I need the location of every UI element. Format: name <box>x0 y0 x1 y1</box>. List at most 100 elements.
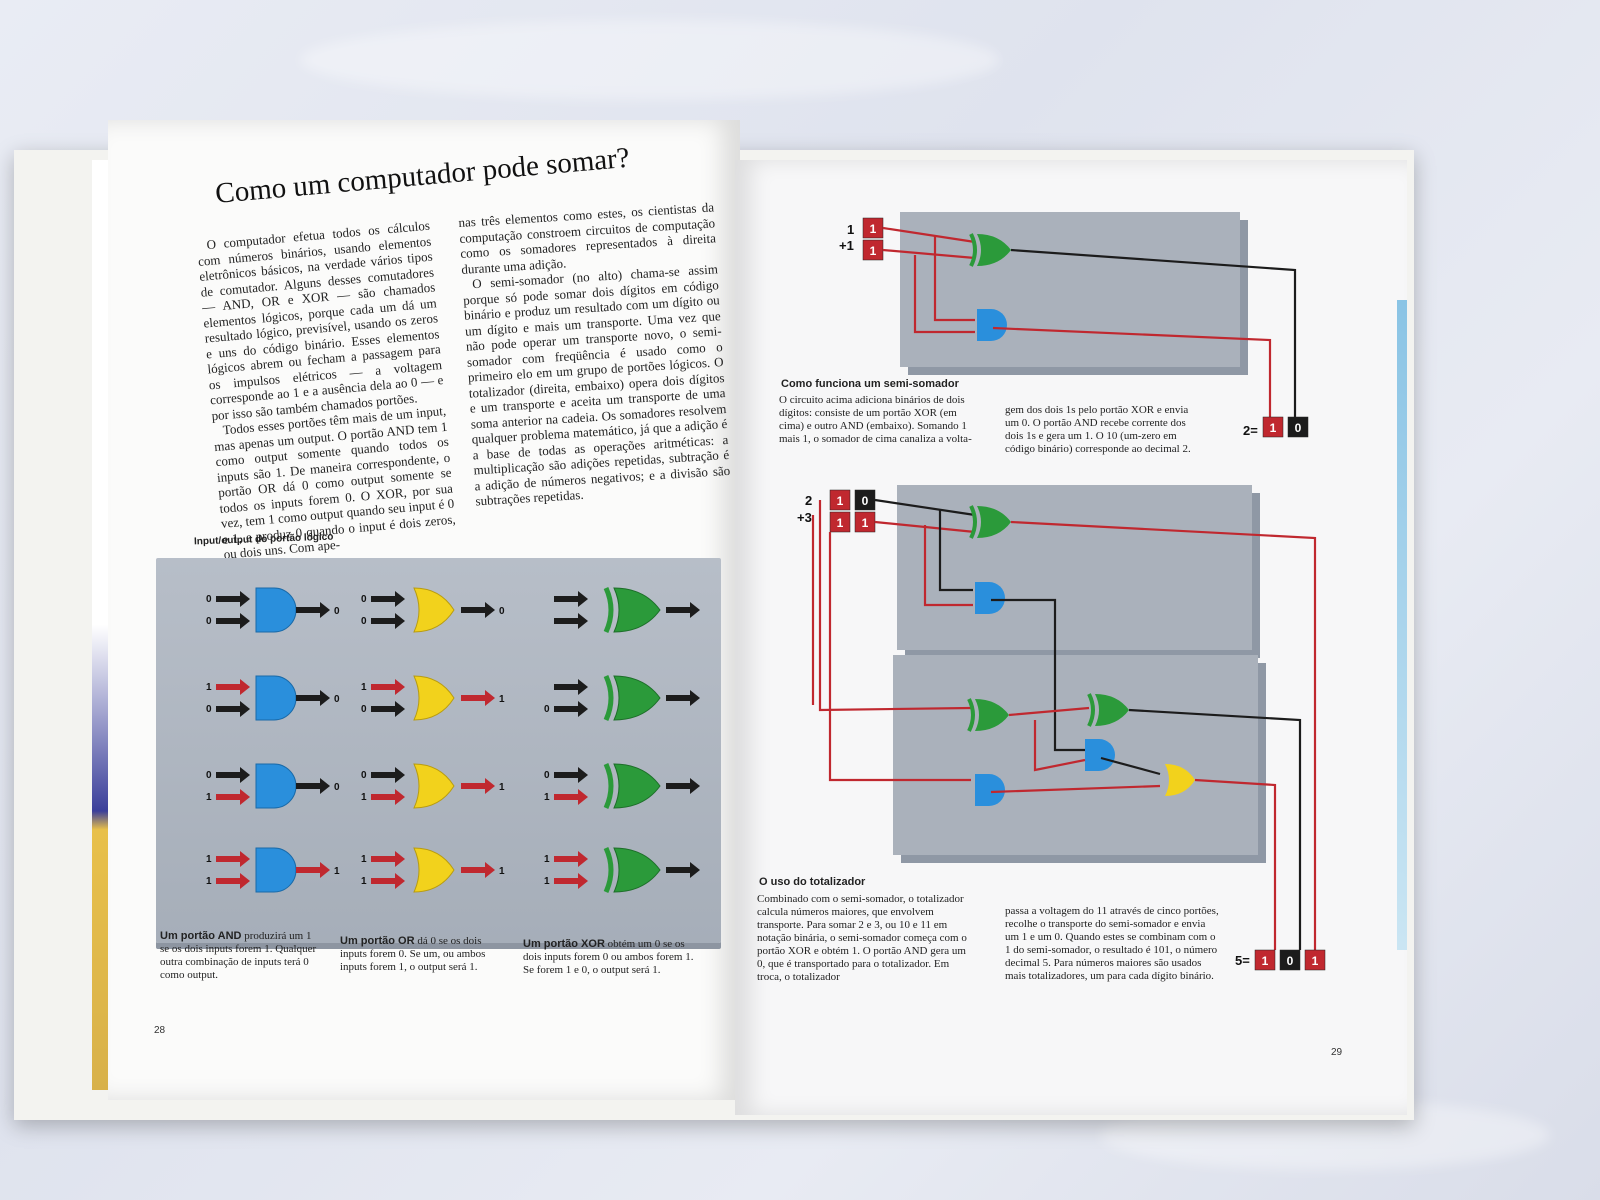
circuit-wire <box>874 498 976 517</box>
full-adder-text-right: passa a voltagem do 11 através de cinco … <box>1005 905 1219 982</box>
page-number: 28 <box>154 1025 166 1036</box>
signal-arrow-head <box>690 778 700 794</box>
cloth-fold <box>300 20 1000 100</box>
bit-label: 0 <box>499 606 505 617</box>
full-adder-input-bit <box>829 489 851 511</box>
signal-arrow-shaft <box>666 867 690 873</box>
signal-arrow-shaft <box>554 706 578 712</box>
signal-arrow-head <box>395 851 405 867</box>
signal-arrow-head <box>578 851 588 867</box>
signal-arrow-head <box>240 679 250 695</box>
signal-arrow-head <box>578 789 588 805</box>
circuit-wire <box>1194 778 1277 950</box>
signal-arrow-shaft <box>666 783 690 789</box>
circuit-wire <box>1100 756 1161 776</box>
signal-arrow-head <box>690 602 700 618</box>
signal-arrow-head <box>578 701 588 717</box>
signal-arrow-shaft <box>296 695 320 701</box>
xor-gate-icon <box>613 675 661 721</box>
bit-label: 1 <box>499 866 505 877</box>
bit-value: 1 <box>1312 954 1319 968</box>
signal-arrow-shaft <box>296 607 320 613</box>
bit-label: 1 <box>206 792 212 803</box>
circuit-board <box>897 485 1252 650</box>
signal-arrow-head <box>395 613 405 629</box>
circuit-wire <box>991 598 1085 752</box>
signal-arrow-shaft <box>216 706 240 712</box>
signal-arrow-shaft <box>216 596 240 602</box>
caption-or-text: dá 0 se os dois inputs forem 0. Se um, o… <box>340 935 486 973</box>
circuit-wire <box>923 525 973 607</box>
circuit-wire <box>1033 720 1086 772</box>
or-gate-icon <box>413 763 455 809</box>
xor-gate-back-curve <box>603 762 614 810</box>
and-gate-icon <box>1085 739 1115 771</box>
bit-value: 1 <box>870 222 877 236</box>
circuit-wire <box>992 326 1272 430</box>
signal-arrow-head <box>578 767 588 783</box>
or-gate-icon <box>413 847 455 893</box>
signal-arrow-head <box>320 690 330 706</box>
signal-arrow-head <box>240 767 250 783</box>
input-label: +1 <box>839 238 854 253</box>
signal-arrow-head <box>395 679 405 695</box>
signal-arrow-shaft <box>461 783 485 789</box>
or-gate-icon <box>413 587 455 633</box>
and-gate-icon <box>975 774 1005 806</box>
signal-arrow-head <box>395 767 405 783</box>
signal-arrow-head <box>485 602 495 618</box>
caption-and-title: Um portão AND <box>160 930 242 942</box>
signal-arrow-shaft <box>371 772 395 778</box>
half-adder-title: Como funciona um semi-somador <box>781 378 959 390</box>
signal-arrow-shaft <box>554 684 578 690</box>
xor-gate-back-curve <box>967 698 975 732</box>
full-adder-input-bit <box>829 511 851 533</box>
signal-arrow-head <box>395 873 405 889</box>
signal-arrow-head <box>320 862 330 878</box>
signal-arrow-head <box>690 862 700 878</box>
signal-arrow-head <box>485 690 495 706</box>
bit-label: 0 <box>544 704 550 715</box>
signal-arrow-shaft <box>371 596 395 602</box>
signal-arrow-head <box>395 591 405 607</box>
bit-label: 0 <box>361 594 367 605</box>
bit-label: 0 <box>334 694 340 705</box>
xor-gate-back-curve <box>1087 693 1095 727</box>
full-adder-output-bit <box>1304 949 1326 971</box>
signal-arrow-head <box>395 789 405 805</box>
bit-label: 1 <box>206 854 212 865</box>
signal-arrow-shaft <box>554 596 578 602</box>
page-title: Como um computador pode somar? <box>214 141 631 210</box>
bit-label: 0 <box>334 782 340 793</box>
bit-label: 1 <box>206 682 212 693</box>
paragraph: O computador efetua todos os cálculos co… <box>197 217 444 423</box>
caption-xor: Um portão XOR obtém um 0 se os dois inpu… <box>523 938 698 977</box>
page-number: 29 <box>1331 1047 1343 1058</box>
or-gate-icon <box>413 675 455 721</box>
bit-value: 0 <box>862 494 869 508</box>
xor-gate-back-curve <box>603 674 614 722</box>
bit-label: 1 <box>361 682 367 693</box>
signal-arrow-shaft <box>666 695 690 701</box>
circuit-wire <box>938 510 973 592</box>
xor-gate-back-curve <box>603 586 614 634</box>
bit-label: 1 <box>361 876 367 887</box>
bit-label: 1 <box>544 792 550 803</box>
bit-label: 0 <box>334 606 340 617</box>
circuit-wire <box>818 500 972 712</box>
bit-value: 1 <box>870 244 877 258</box>
caption-and-text: produzirá um 1 se os dois inputs forem 1… <box>160 930 317 981</box>
input-label: +3 <box>797 510 812 525</box>
bit-label: 0 <box>206 770 212 781</box>
and-gate-icon <box>975 582 1005 614</box>
result-label: 5= <box>1235 953 1250 968</box>
circuit-wire <box>913 255 975 334</box>
paragraph: O semi-somador (no alto) chama-se assim … <box>462 261 731 509</box>
bit-label: 0 <box>361 704 367 715</box>
and-gate-icon <box>977 309 1007 341</box>
half-adder-text-left: O circuito acima adiciona binários de do… <box>779 394 972 445</box>
xor-gate-icon <box>977 234 1011 266</box>
